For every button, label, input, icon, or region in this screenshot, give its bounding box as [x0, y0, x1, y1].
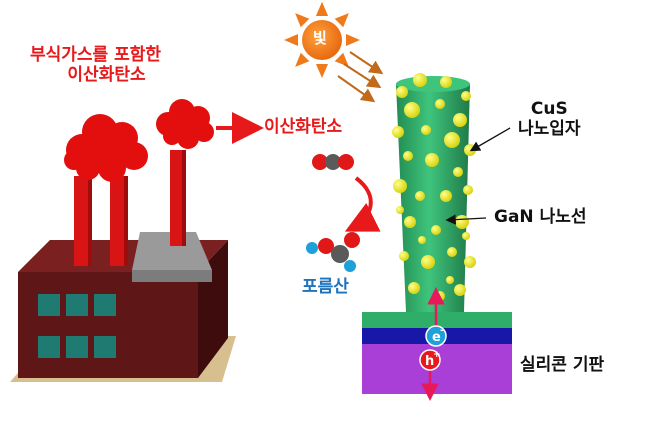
- cus-nanoparticle: [462, 232, 470, 240]
- cus-nanoparticle: [421, 125, 431, 135]
- cus-nanoparticle: [418, 236, 426, 244]
- cus-label-line2: 나노입자: [518, 118, 581, 139]
- cus-nanoparticle: [444, 132, 460, 148]
- svg-text:h: h: [425, 354, 434, 369]
- source-gas-label-line1: 부식가스를 포함한: [30, 45, 162, 65]
- cus-nanoparticle: [421, 255, 435, 269]
- formic-acid-molecule-icon: [306, 232, 360, 272]
- hole-symbol: h +: [419, 349, 441, 371]
- source-gas-label: 부식가스를 포함한 이산화탄소: [30, 45, 162, 85]
- cus-leader-arrow: [469, 127, 511, 152]
- cus-nanoparticle: [464, 256, 476, 268]
- cus-nanoparticle: [396, 206, 404, 214]
- light-ray-arrows: [337, 51, 384, 103]
- gan-leader-arrow: [445, 214, 487, 225]
- cus-nanoparticle: [413, 73, 427, 87]
- cus-nanoparticle: [463, 185, 473, 195]
- cus-nanoparticle: [440, 190, 452, 202]
- sun-icon: [284, 2, 360, 78]
- factory-icon: [10, 150, 236, 382]
- cus-nanoparticle: [404, 216, 416, 228]
- co2-molecule-icon: [312, 154, 354, 170]
- cus-label-line1: CuS: [530, 99, 568, 119]
- cus-nanoparticle: [435, 99, 445, 109]
- cus-nanoparticle: [399, 251, 409, 261]
- smoke-cloud-icon: [64, 114, 148, 182]
- cus-nanoparticle: [454, 284, 466, 296]
- cus-nanoparticle: [396, 86, 408, 98]
- svg-text:e: e: [432, 330, 441, 345]
- svg-text:-: -: [440, 326, 444, 336]
- cus-nanoparticle: [464, 144, 476, 156]
- gan-label: GaN 나노선: [494, 207, 587, 227]
- electron-symbol: e -: [425, 325, 447, 347]
- cus-nanoparticle: [455, 215, 469, 229]
- cus-nanoparticle: [393, 179, 407, 193]
- cus-nanoparticle: [392, 126, 404, 138]
- cus-nanoparticle: [425, 153, 439, 167]
- smoke-cloud-icon: [156, 99, 214, 149]
- svg-text:+: +: [433, 350, 441, 360]
- cus-nanoparticle: [453, 113, 467, 127]
- cus-nanoparticle: [408, 282, 420, 294]
- cus-nanoparticle: [440, 76, 452, 88]
- cus-nanoparticle: [461, 91, 471, 101]
- substrate-label: 실리콘 기판: [520, 355, 605, 375]
- cus-nanoparticle: [453, 167, 463, 177]
- formic-acid-label: 포름산: [302, 277, 349, 297]
- cus-nanoparticle: [403, 151, 413, 161]
- cus-nanoparticle: [446, 276, 454, 284]
- source-gas-label-line2: 이산화탄소: [67, 64, 146, 85]
- cus-nanoparticle: [404, 102, 420, 118]
- co2-label: 이산화탄소: [264, 117, 343, 137]
- cus-nanoparticle: [415, 191, 425, 201]
- light-label: 빛: [313, 29, 327, 47]
- cus-nanoparticle: [431, 225, 441, 235]
- reaction-arrow: [344, 176, 381, 232]
- cus-nanoparticle: [447, 247, 457, 257]
- cus-label: CuS 나노입자: [518, 99, 581, 139]
